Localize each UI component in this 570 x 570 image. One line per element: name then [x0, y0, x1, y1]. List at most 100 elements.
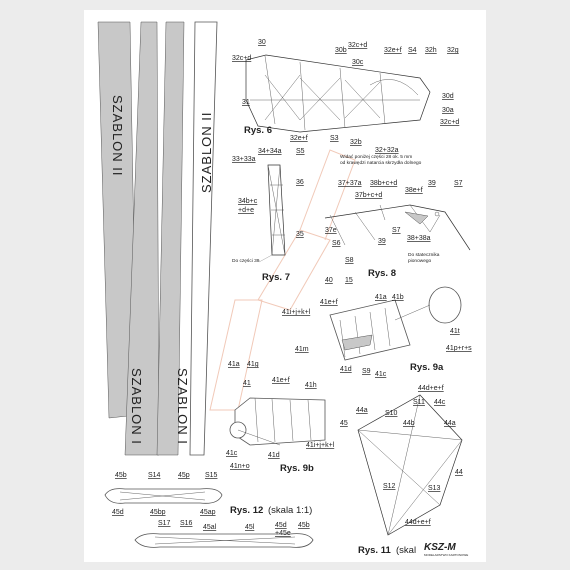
rys9a-label-4: 41i+j+k+l	[282, 309, 311, 316]
rys8-note-2: pionowego	[408, 258, 432, 264]
szablon-2-label-left: SZABLON II	[110, 95, 125, 177]
rys6-caption: Rys. 6	[244, 125, 272, 136]
rys6-label-10: 30d	[442, 93, 454, 100]
szablon-1-label-left: SZABLON I	[129, 368, 144, 445]
brand-tagline: MODELARSTWO KARTONOWE	[424, 553, 468, 557]
rys7-caption: Rys. 7	[262, 272, 290, 283]
rys6-label-17: 32+32a	[375, 147, 399, 154]
rys11-label-1: 44d+e+f	[418, 385, 444, 392]
rys6-label-5: 32e+f	[384, 47, 402, 54]
figure-rys7: 34+34a S5 33+33a 36 34b+c +d+e 35 Do czę…	[232, 148, 305, 283]
template-strip-4	[189, 21, 218, 456]
rys12-label-10: 45al	[203, 524, 217, 531]
rys6-note-2: od krawędzi natarcia skrzydła dolnego	[340, 160, 422, 166]
figure-rys12: 45b S14 45p S15 45d 45bp 45ap S17 S16 45…	[104, 472, 314, 548]
szablon-2-label-right: SZABLON II	[199, 111, 214, 193]
rys12-label-3: 45p	[178, 472, 190, 479]
rys8-label-12: S8	[345, 257, 354, 264]
rys8-label-7: 37e	[325, 227, 337, 234]
brand-logo: KSZ-M MODELARSTWO KARTONOWE	[424, 542, 468, 557]
rys9b-label-6: 41i+j+k+l	[306, 442, 335, 449]
rys11-label-9: S12	[383, 483, 396, 490]
rys11-label-6: 44b	[403, 420, 415, 427]
rys9a-caption: Rys. 9a	[410, 362, 444, 373]
rys8-note-1: Do statecznika	[408, 252, 440, 258]
rys11-caption: Rys. 11	[358, 545, 391, 556]
rys12-label-11: 45l	[245, 524, 255, 531]
rys6-label-13: 32c+d	[440, 119, 459, 126]
rys12-label-1: 45b	[115, 472, 127, 479]
rys6-label-6: S4	[408, 47, 417, 54]
rys9b-label-4: 41	[243, 380, 251, 387]
figure-rys6: 30 32c+d 30b 32c+d 32e+f S4 32h 32g 30c …	[232, 39, 459, 166]
rys7-label-3: 33+33a	[232, 156, 256, 163]
rys9a-label-2: 41b	[392, 294, 404, 301]
rys11-label-3: S10	[385, 410, 398, 417]
rys12-label-8: S17	[158, 520, 171, 527]
rys6-label-4: 32c+d	[348, 42, 367, 49]
template-strip-3	[156, 21, 185, 456]
rys6-label-15: S3	[330, 135, 339, 142]
rys6-label-11: 31	[242, 99, 250, 106]
rys12-label-4: S15	[205, 472, 218, 479]
rys9a-label-7: 41m	[295, 346, 309, 353]
rys12-label-9: S16	[180, 520, 193, 527]
rys9b-label-5: 41h	[305, 382, 317, 389]
rys9a-label-9: S9	[362, 368, 371, 375]
rys11-caption-suffix: (skal	[396, 545, 416, 556]
rys8-label-8: S6	[332, 240, 341, 247]
rys9a-label-5: 41t	[450, 328, 460, 335]
watermark	[209, 149, 356, 411]
templates: SZABLON II SZABLON II SZABLON I SZABLON …	[97, 21, 218, 456]
rys12-label-13: +45e	[275, 530, 291, 537]
rys9a-label-1: 41a	[375, 294, 387, 301]
figure-rys11: 44d+e+f 44a S10 S11 44c 44b 44a 45 S12 S…	[340, 385, 463, 556]
rys6-label-16: 32b	[350, 139, 362, 146]
rys11-label-7: 44a	[444, 420, 456, 427]
rys9b-label-3: 41e+f	[272, 377, 290, 384]
rys6-label-12: 30a	[442, 107, 454, 114]
rys12-caption: Rys. 12	[230, 505, 263, 516]
figure-rys8: 37+37a 38b+c+d 39 S7 37b+c+d 38e+f 37e S…	[324, 180, 471, 284]
brand-logo-text: KSZ-M	[424, 542, 456, 553]
rys9a-label-6: 41p+r+s	[446, 345, 472, 352]
rys12-label-14: 45b	[298, 522, 310, 529]
rys7-note: Do części 39	[232, 258, 260, 264]
rys9b-label-9: 41d	[268, 452, 280, 459]
rys8-label-2: 38b+c+d	[370, 180, 397, 187]
rys12-scale: (skala 1:1)	[268, 505, 312, 516]
rys8-label-14: 15	[345, 277, 353, 284]
rys9b-label-7: 41c	[226, 450, 238, 457]
rys7-label-6: +d+e	[238, 207, 254, 214]
rys8-caption: Rys. 8	[368, 268, 396, 279]
rys6-label-3: 30b	[335, 47, 347, 54]
rys7-label-5: 34b+c	[238, 198, 258, 205]
rys7-label-2: S5	[296, 148, 305, 155]
rys12-label-2: S14	[148, 472, 161, 479]
rys9b-label-1: 41a	[228, 361, 240, 368]
rys9a-label-3: 41e+f	[320, 299, 338, 306]
rys9b-label-8: 41n+o	[230, 463, 250, 470]
rys11-label-11: 44	[455, 469, 463, 476]
rys11-label-4: S11	[413, 399, 425, 406]
rys6-label-9: 30c	[352, 59, 364, 66]
rys8-label-5: 37b+c+d	[355, 192, 382, 199]
rys8-label-10: 39	[378, 238, 386, 245]
rys8-label-9: 38+38a	[407, 235, 431, 242]
rys9b-label-2: 41g	[247, 361, 259, 368]
rys7-label-7: 35	[296, 231, 304, 238]
rys11-label-5: 44c	[434, 399, 446, 406]
rys9b-caption: Rys. 9b	[280, 463, 314, 474]
rys8-label-6: 38e+f	[405, 187, 423, 194]
rys8-label-11: S7	[392, 227, 401, 234]
rys7-label-4: 36	[296, 179, 304, 186]
rys6-label-14: 32e+f	[290, 135, 308, 142]
rys6-label-8: 32g	[447, 47, 459, 54]
szablon-1-label-right: SZABLON I	[175, 368, 190, 445]
rys6-note-1: Widać poniżej części 28 ok. 5 mm	[340, 154, 412, 160]
rys11-label-8: 45	[340, 420, 348, 427]
figure-rys9b: 41a 41g 41e+f 41 41h 41i+j+k+l 41c 41n+o…	[226, 361, 335, 474]
rys6-label-7: 32h	[425, 47, 437, 54]
rys11-label-12: 44d+e+f	[405, 519, 431, 526]
